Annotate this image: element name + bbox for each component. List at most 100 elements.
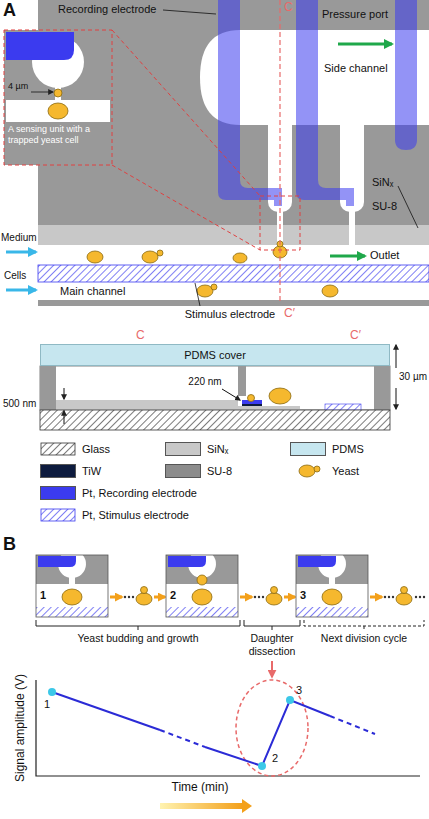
label: 4 µm <box>8 81 28 92</box>
band: PDMS cover <box>40 344 390 366</box>
inset-frame <box>4 30 112 165</box>
recording-electrode <box>298 556 336 567</box>
inlet-arrow <box>6 251 36 254</box>
label: 2 <box>170 589 176 602</box>
stimulus-electrode <box>36 607 108 617</box>
yeast-cell <box>62 589 82 605</box>
ellipsis-dot <box>388 596 390 598</box>
main-channel <box>36 584 108 607</box>
label: Main channel <box>60 285 125 298</box>
ellipsis-dot <box>384 596 386 598</box>
signal-line <box>330 716 375 734</box>
inset-gap <box>55 86 61 102</box>
legend-swatch <box>40 486 76 500</box>
yeast-cell <box>396 593 412 605</box>
legend-swatch <box>40 442 76 456</box>
leader-line <box>398 186 418 228</box>
recording-electrode <box>38 556 76 567</box>
sensing-channel <box>340 118 364 132</box>
band-label: PDMS cover <box>184 349 246 361</box>
label: Side channel <box>324 62 388 75</box>
signal-line <box>160 730 205 747</box>
trap-gap <box>349 205 355 247</box>
label: Next division cycle <box>321 632 407 645</box>
zoom-line <box>112 30 260 196</box>
label: Pressure port <box>322 8 388 21</box>
frame-su8 <box>166 555 238 617</box>
yeast-bud <box>197 575 207 585</box>
label: Signal amplitude (V) <box>13 674 27 782</box>
yeast-cell <box>142 251 158 263</box>
ellipsis-dot <box>124 596 126 598</box>
yeast-bud <box>401 587 408 594</box>
legend-swatch <box>290 442 326 456</box>
yeast-bud <box>271 587 278 594</box>
frame-border <box>296 555 368 617</box>
signal-line <box>52 692 160 730</box>
ellipsis-dot <box>423 596 425 598</box>
signal-plot <box>36 680 420 813</box>
legend-text: PDMS <box>332 443 364 455</box>
legend-row: TiW <box>40 464 101 478</box>
step-arrow <box>154 596 165 599</box>
hatch-sample <box>41 443 75 455</box>
bracket <box>304 620 424 630</box>
label: 500 nm <box>3 398 36 410</box>
recording-electrode <box>395 0 417 150</box>
dimension-arrow <box>222 389 240 400</box>
dimension-arrow <box>64 411 65 424</box>
label: Outlet <box>370 249 399 262</box>
label: Medium <box>1 232 37 244</box>
label: 3 <box>300 589 306 602</box>
frame-border <box>166 555 238 617</box>
legend-text: TiW <box>82 465 101 477</box>
legend-swatch <box>290 464 326 478</box>
cross-section <box>40 345 396 430</box>
yeast-bud <box>248 395 255 402</box>
trap-gap <box>329 577 335 585</box>
recording-electrode <box>296 0 354 206</box>
inset-electrode <box>6 32 74 60</box>
inset-channel <box>6 100 110 122</box>
dimension-arrow <box>396 345 397 368</box>
division-sequence <box>36 555 425 677</box>
su8-wall <box>40 366 56 410</box>
frame-border <box>36 555 108 617</box>
legend-text: Glass <box>82 443 110 455</box>
glass-substrate <box>40 410 390 430</box>
data-point <box>48 688 56 696</box>
legend-text: Pt, Stimulus electrode <box>82 509 189 521</box>
leader-line <box>163 10 216 14</box>
su8-wall <box>238 366 246 396</box>
signal-line <box>205 700 330 766</box>
dimension-arrow <box>64 388 65 399</box>
step-arrow <box>284 596 295 599</box>
hatch-sample <box>41 509 75 521</box>
data-point <box>286 696 294 704</box>
label: Yeast budding and growth <box>77 632 198 645</box>
stimulus-electrode <box>325 404 361 410</box>
yeast-cell <box>197 285 213 297</box>
legend-row: SiNₓ <box>165 442 228 456</box>
legend-swatch <box>40 508 76 522</box>
label: C′ <box>284 306 295 320</box>
legend-text: SU-8 <box>207 465 232 477</box>
label: 1 <box>40 589 46 602</box>
pressure-arrow <box>338 43 392 46</box>
yeast-cell <box>322 589 342 605</box>
top-view <box>4 0 429 306</box>
yeast-cell <box>233 253 247 263</box>
label: Daughter dissection <box>242 632 302 657</box>
legend-swatch <box>165 464 201 478</box>
legend-text: SiNₓ <box>207 443 228 455</box>
legend-row: Pt, Stimulus electrode <box>40 508 189 522</box>
section-body <box>40 366 390 410</box>
frame-su8 <box>296 555 368 617</box>
dimension-arrow <box>396 388 397 409</box>
label: A <box>3 0 16 22</box>
label: 3 <box>296 684 302 697</box>
legend-text: Yeast <box>332 465 359 477</box>
ellipsis-dot <box>262 596 264 598</box>
time-arrow <box>160 803 242 809</box>
label: B <box>3 534 16 556</box>
